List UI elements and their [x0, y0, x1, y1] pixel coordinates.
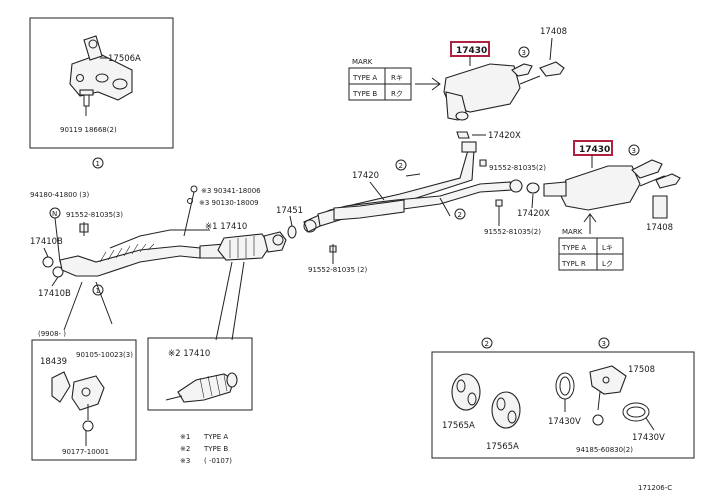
label-17410-inset: ※2 17410 [168, 349, 210, 359]
label-91552-left: 91552-81035(3) [66, 211, 123, 219]
label-91552-bottom: 91552-81035 (2) [308, 266, 367, 274]
mark-a-row2-mark: Rク [391, 90, 403, 98]
label-17408-top: 17408 [540, 27, 567, 37]
bracket-inset: 17506A 90119 18668(2) [29, 17, 174, 149]
svg-text:N: N [52, 210, 57, 218]
label-17430-top: 17430 [456, 46, 487, 56]
label-90105: 90105-10023(3) [76, 351, 133, 359]
converter-inset [147, 337, 253, 411]
legend-3-key: ※3 [180, 457, 190, 465]
mark-b-row2-type: TYPL R [561, 260, 586, 268]
legend-1-key: ※1 [180, 433, 190, 441]
label-90177: 90177-10001 [62, 448, 109, 456]
mark-a-row1-mark: Rキ [391, 74, 403, 82]
label-17430v-a: 17430V [548, 417, 581, 427]
callout-2-lower: 2 [458, 211, 462, 219]
inset-date: (9908- ) [38, 330, 66, 338]
callout-1-top: 1 [96, 160, 100, 168]
callout-3-inset: 3 [602, 340, 606, 348]
label-17508: 17508 [628, 365, 655, 375]
legend-3-text: ( -0107) [204, 457, 232, 465]
label-17565a-a: 17565A [442, 421, 475, 431]
callout-1-pipe: 1 [96, 287, 100, 295]
label-90130: ※3 90130-18009 [199, 199, 259, 207]
label-17451: 17451 [276, 206, 303, 216]
label-17420x-top: 17420X [488, 131, 521, 141]
bracket-inset-2 [31, 339, 137, 461]
callout-3-top: 3 [522, 49, 526, 57]
label-94185: 94185-60830(2) [576, 446, 633, 454]
legend-1-text: TYPE A [203, 433, 228, 441]
legend-2-key: ※2 [180, 445, 190, 453]
label-17420x-mid: 17420X [517, 209, 550, 219]
label-17565a-b: 17565A [486, 442, 519, 452]
label-17430-right: 17430 [579, 145, 610, 155]
mark-b-row2-mark: Lク [602, 260, 613, 268]
muffler-right [443, 61, 565, 139]
label-17410b-b: 17410B [38, 289, 71, 299]
figure-code: 171206-C [638, 484, 672, 492]
mark-table-b-header: MARK [562, 228, 583, 236]
mark-b-row1-type: TYPE A [561, 244, 586, 252]
callout-2-center: 2 [399, 162, 403, 170]
hangers-inset [431, 351, 695, 459]
mark-table-b: MARK TYPE A Lキ TYPL R Lク [558, 213, 624, 271]
highlight-17430-right [573, 140, 613, 156]
mark-a-row2-type: TYPE B [352, 90, 377, 98]
callout-3-right: 3 [632, 147, 636, 155]
label-17430v-b: 17430V [632, 433, 665, 443]
center-pipe [303, 141, 523, 233]
mark-a-row1-type: TYPE A [352, 74, 377, 82]
mark-b-row1-mark: Lキ [602, 244, 613, 252]
muffler-left [526, 159, 681, 219]
label-90341: ※3 90341-18006 [201, 187, 261, 195]
label-17408-right: 17408 [646, 223, 673, 233]
legend-2-text: TYPE B [203, 445, 228, 453]
label-90119: 90119 18668(2) [60, 126, 117, 134]
mark-table-a: MARK TYPE A Rキ TYPE B Rク [348, 58, 441, 101]
front-pipe [59, 229, 287, 341]
mark-table-a-header: MARK [352, 58, 373, 66]
label-17410: ※1 17410 [205, 222, 247, 232]
label-17420: 17420 [352, 171, 379, 181]
label-91552-top: 91552-81035(2) [489, 164, 546, 172]
label-18439: 18439 [40, 357, 67, 367]
label-94180: 94180-41800 (3) [30, 191, 89, 199]
callout-2-inset: 2 [485, 340, 489, 348]
legend: ※1 TYPE A ※2 TYPE B ※3 ( -0107) [180, 433, 232, 465]
label-91552-mid: 91552-81035(2) [484, 228, 541, 236]
label-17410b-a: 17410B [30, 237, 63, 247]
label-17506a: 17506A [108, 54, 141, 64]
